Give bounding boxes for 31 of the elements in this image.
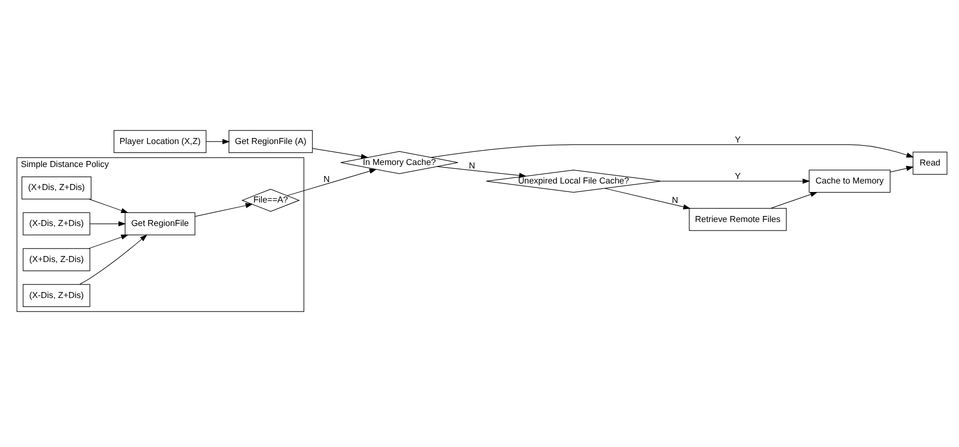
node-box: (X+Dis, Z+Dis) [22,176,92,200]
edge-label: N [468,160,476,170]
node-box: Read [912,152,948,175]
node-box: Cache to Memory [808,170,890,193]
edge-label: Y [734,170,741,181]
arrow [88,234,128,249]
edge-label: N [323,174,330,184]
edge-label: Y [734,134,741,144]
edge-label: N [672,194,678,205]
arrow [88,198,128,213]
arrow [430,144,914,158]
arrow [604,188,691,210]
arrow [770,192,818,209]
arrow [890,166,914,172]
node-diamond: File==A? [241,188,300,212]
arrow [194,203,253,217]
arrow [90,221,126,226]
arrow [312,148,368,159]
node-box: (X-Dis, Z+Dis) [22,212,90,236]
arrow [79,234,148,285]
arrow [286,168,377,196]
node-box: Get RegionFile [124,212,196,236]
arrow [660,178,810,184]
arrow [436,166,527,178]
node-box: Player Location (X,Z) [114,130,206,154]
node-box: (X+Dis, Z-Dis) [22,248,90,272]
arrow [206,139,230,144]
node-box: Get RegionFile (A) [228,130,313,154]
node-box: Retrieve Remote Files [688,208,787,231]
node-diamond: Unexpired Local File Cache? [486,170,662,193]
node-box: (X-Dis, Z+Dis) [22,284,90,307]
